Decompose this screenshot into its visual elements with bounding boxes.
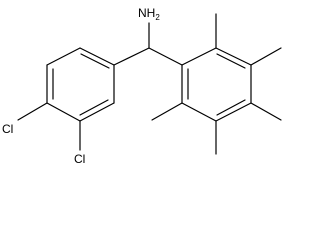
ring1-bond xyxy=(79,47,115,66)
methyl-bond xyxy=(151,102,183,121)
ring1-bond xyxy=(79,102,115,122)
methyl-bond xyxy=(250,47,282,66)
ring1-bond xyxy=(46,102,81,122)
ring2-bond xyxy=(215,47,252,66)
ring2-bond xyxy=(215,102,252,122)
ring2-double-bond xyxy=(216,99,246,116)
ch-to-ring2-bond xyxy=(148,47,183,66)
amine-label: NH2 xyxy=(138,6,160,22)
methyl-bond xyxy=(250,102,282,121)
dichlorophenyl-ring xyxy=(46,47,115,122)
ring1-to-ch-bond xyxy=(113,47,150,66)
ring1-double-bond xyxy=(80,53,110,69)
ring1-double-bond xyxy=(79,99,109,116)
pentamethylphenyl-ring xyxy=(181,47,252,122)
chemical-structure: NH2 Cl Cl xyxy=(2,6,282,166)
ring1-bond xyxy=(46,47,81,66)
ring2-double-bond xyxy=(216,53,246,69)
chloro-para-label: Cl xyxy=(2,122,13,136)
chloro-meta-label: Cl xyxy=(74,152,85,166)
cl-para-bond xyxy=(17,102,48,121)
ring2-bond xyxy=(181,102,217,122)
ring2-bond xyxy=(181,47,217,66)
